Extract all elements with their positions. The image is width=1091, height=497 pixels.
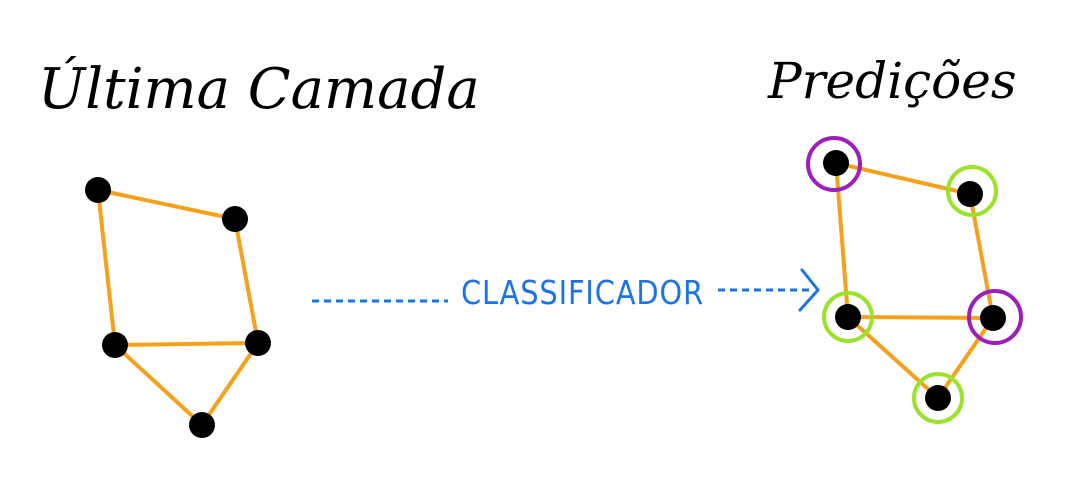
right-graph-nodes (823, 150, 1006, 411)
right-node (980, 305, 1006, 331)
right-node (823, 150, 849, 176)
purple-ring (806, 136, 862, 192)
right-edge (936, 316, 995, 400)
prediction-rings (806, 136, 1023, 424)
green-ring (946, 165, 998, 217)
left-node (245, 330, 271, 356)
right-title: Predições (767, 52, 1017, 110)
arrowhead-icon (798, 268, 820, 312)
left-edge (200, 341, 260, 427)
left-node (222, 206, 248, 232)
left-node (189, 412, 215, 438)
left-graph-nodes (85, 177, 271, 438)
right-node (925, 385, 951, 411)
left-node (85, 177, 111, 203)
left-edge (113, 343, 204, 427)
classifier-label: CLASSIFICADOR (461, 273, 704, 312)
left-node (102, 332, 128, 358)
left-edge (96, 188, 117, 347)
classifier-arrow: CLASSIFICADOR (312, 268, 820, 312)
right-node (835, 304, 861, 330)
purple-ring (967, 289, 1023, 345)
left-edge (233, 217, 260, 345)
green-ring (912, 372, 964, 424)
green-ring (822, 291, 874, 343)
right-edge (846, 315, 940, 400)
right-edge (846, 315, 995, 320)
left-edge (113, 341, 260, 347)
right-node (957, 181, 983, 207)
left-title: Última Camada (38, 55, 480, 122)
left-graph-edges (96, 188, 260, 427)
left-edge (96, 188, 237, 221)
